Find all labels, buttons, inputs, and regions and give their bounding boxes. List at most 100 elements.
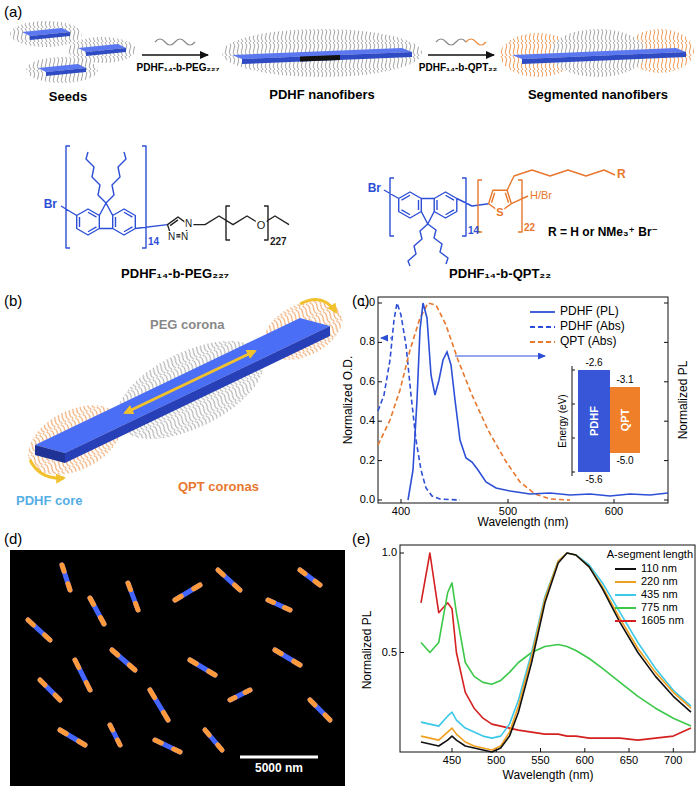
micrograph <box>10 550 345 786</box>
fiber-rod <box>325 715 330 720</box>
axis-title: Normalized O.D. <box>342 356 356 445</box>
fiber-rod <box>275 650 281 654</box>
segmented-nanofiber-illustration <box>500 29 694 77</box>
fiber-rod <box>300 570 305 574</box>
arrow-label: PDHF₁₄-b-PEG₂₂₇ <box>136 62 221 74</box>
fiber-rod <box>90 598 94 605</box>
stage-label: PDHF nanofibers <box>269 88 374 103</box>
axis-title: Energy (eV) <box>557 394 569 447</box>
fiber-rod <box>150 690 168 720</box>
spectra-chart <box>378 297 668 503</box>
panel-letter: (d) <box>4 530 22 547</box>
energy-value: -3.1 <box>616 374 633 386</box>
fiber-rod <box>40 680 60 700</box>
seed-illustration <box>10 21 136 83</box>
panel-letter: (b) <box>4 292 22 309</box>
tick-label: 400 <box>392 505 410 518</box>
energy-level-bar: PDHF <box>578 370 610 472</box>
fiber-rod <box>294 661 300 665</box>
spectrum-curve <box>421 553 691 740</box>
atom-label: O <box>256 219 267 232</box>
scale-label: 5000 nm <box>254 762 304 776</box>
panel-letter: (a) <box>4 3 22 20</box>
fiber-rods <box>28 565 330 752</box>
fiber-rod <box>68 584 70 590</box>
repeat-number: 14 <box>148 236 159 248</box>
part-label: QPT coronas <box>178 480 259 495</box>
fiber-rod <box>110 725 120 745</box>
stage-label: Seeds <box>49 90 87 105</box>
repeat-number: 14 <box>468 225 479 237</box>
tick-label: 500 <box>487 754 505 767</box>
fiber-rod <box>268 600 274 603</box>
fiber-rod <box>175 585 200 600</box>
fiber-rod <box>275 650 300 665</box>
fiber-rod <box>194 585 200 589</box>
fiber-rod <box>136 603 139 610</box>
energy-value: -5.6 <box>585 474 602 486</box>
legend-entry: 110 nm <box>640 562 678 575</box>
fiber-rod <box>175 596 181 600</box>
tick-label: 0.0 <box>360 493 375 506</box>
fiber-rod <box>118 740 121 745</box>
energy-value: -2.6 <box>585 357 602 369</box>
tick-label: 1.0 <box>382 546 397 559</box>
fiber-rod <box>190 660 196 664</box>
fiber-rod <box>205 730 209 735</box>
fiber-rod <box>28 620 50 640</box>
repeat-number: 227 <box>270 236 287 248</box>
spectrum-curve <box>421 583 691 726</box>
tick-label: 600 <box>576 754 594 767</box>
fiber-illustration <box>17 288 352 489</box>
tick-label: 550 <box>531 754 549 767</box>
fiber-rod <box>55 695 60 700</box>
axis-title: Normalized PL <box>361 611 375 690</box>
fiber-rod <box>164 713 169 721</box>
legend-entry: PDHF (PL) <box>560 305 619 319</box>
fiber-rod <box>60 730 85 745</box>
fiber-rod <box>235 585 241 590</box>
stage-label: Segmented nanofibers <box>528 88 668 103</box>
spectrum-curve <box>421 553 691 750</box>
tick-label: 600 <box>605 505 623 518</box>
fiber-rod <box>112 650 118 655</box>
fiber-rod <box>310 700 330 720</box>
atom-label: H/Br <box>530 189 552 202</box>
fiber-rod <box>315 581 320 585</box>
chemical-structure <box>384 170 615 266</box>
tick-label: 450 <box>443 754 461 767</box>
atom-label: N <box>184 218 193 230</box>
fiber-rod <box>62 565 70 590</box>
tick-label: 0.6 <box>360 375 375 388</box>
bar-label: PDHF <box>588 406 600 436</box>
atom-label: N <box>180 231 189 243</box>
atom-label: N <box>167 231 176 243</box>
axis-title: Normalized PL <box>677 361 691 440</box>
panel-letter: (e) <box>352 530 370 547</box>
tick-label: 0.2 <box>360 454 375 467</box>
legend-entry: PDHF (Abs) <box>560 320 625 334</box>
fiber-rod <box>90 598 104 624</box>
chemical-structure <box>61 146 289 248</box>
tick-label: 1.0 <box>360 296 375 309</box>
atom-label: Br <box>368 182 381 196</box>
fiber-rod <box>28 620 34 625</box>
part-label: PDHF core <box>16 494 82 509</box>
part-label: PEG corona <box>150 318 224 333</box>
bar-label: QPT <box>619 409 631 432</box>
fiber-rod <box>174 749 180 752</box>
legend-title: A-segment length <box>606 548 694 561</box>
fiber-rod <box>218 570 240 590</box>
tick-label: 0.4 <box>360 414 375 427</box>
energy-value: -5.0 <box>616 455 633 467</box>
fiber-rod <box>75 660 79 668</box>
legend-entry: 775 nm <box>640 601 679 614</box>
arrow-label: PDHF₁₄-b-QPT₂₂ <box>418 62 498 74</box>
energy-level-bar: QPT <box>610 387 640 453</box>
tick-label: 500 <box>499 505 517 518</box>
fiber-rod <box>79 741 85 745</box>
fiber-rod <box>285 608 291 611</box>
fiber-rod <box>268 600 290 610</box>
tick-label: 0.8 <box>360 335 375 348</box>
